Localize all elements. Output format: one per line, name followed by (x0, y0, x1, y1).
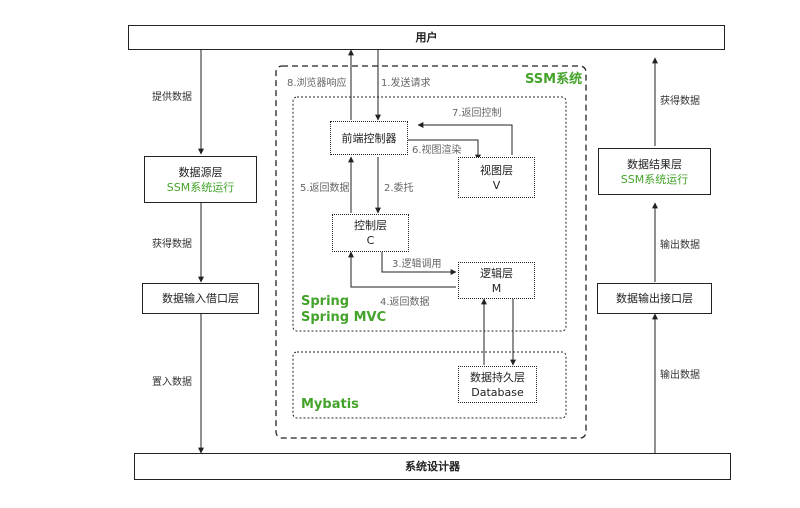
logic-layer: 逻辑层 M (458, 262, 535, 299)
data-output-title: 数据输出接口层 (616, 292, 693, 305)
label-send-request: 1.发送请求 (381, 78, 431, 89)
data-source-title: 数据源层 (178, 165, 223, 179)
logic-layer-code: M (491, 281, 502, 295)
label-delegate: 2.委托 (384, 183, 414, 194)
ssm-title: SSM系统 (525, 72, 583, 87)
front-controller: 前端控制器 (330, 121, 408, 155)
persistence-layer-code: Database (471, 385, 524, 399)
label-get-data-right: 获得数据 (660, 96, 700, 107)
user-label: 用户 (415, 31, 438, 44)
label-return-data-4: 4.返回数据 (380, 297, 430, 308)
arrow-view-render (408, 139, 481, 161)
label-view-render: 6.视图渲染 (412, 145, 462, 156)
data-source-subtitle: SSM系统运行 (166, 180, 235, 194)
spring-title: Spring (301, 294, 350, 309)
logic-layer-title: 逻辑层 (480, 266, 513, 280)
data-result-title: 数据结果层 (627, 157, 682, 171)
label-provide-data: 提供数据 (152, 92, 192, 103)
data-result-layer: 数据结果层 SSM系统运行 (598, 148, 711, 195)
label-get-data-left: 获得数据 (152, 239, 192, 250)
view-layer-code: V (492, 178, 501, 192)
label-put-data: 置入数据 (152, 377, 192, 388)
persistence-layer: 数据持久层 Database (458, 366, 537, 403)
control-layer: 控制层 C (332, 214, 409, 252)
data-input-layer: 数据输入借口层 (142, 283, 259, 314)
data-output-layer: 数据输出接口层 (597, 283, 712, 314)
data-result-subtitle: SSM系统运行 (620, 172, 689, 186)
label-return-data-5: 5.返回数据 (300, 183, 350, 194)
user-bar: 用户 (128, 25, 725, 50)
label-logic-call: 3.逻辑调用 (392, 259, 442, 270)
arrow-return-control (417, 122, 513, 155)
system-designer-label: 系统设计器 (405, 460, 460, 473)
persistence-layer-title: 数据持久层 (470, 370, 525, 384)
spring-region (292, 96, 567, 332)
label-output-data-bottom: 输出数据 (660, 370, 700, 381)
control-layer-code: C (366, 234, 375, 247)
mybatis-title: Mybatis (301, 397, 359, 412)
spring-mvc-title: Spring MVC (301, 310, 387, 325)
system-designer-bar: 系统设计器 (134, 453, 731, 480)
front-controller-label: 前端控制器 (341, 131, 397, 145)
view-layer: 视图层 V (458, 157, 535, 198)
view-layer-title: 视图层 (480, 163, 513, 177)
control-layer-title: 控制层 (354, 219, 387, 232)
data-source-layer: 数据源层 SSM系统运行 (144, 156, 257, 203)
ssm-outer-region (275, 65, 587, 439)
arrow-logic-call (381, 252, 457, 275)
data-input-title: 数据输入借口层 (162, 292, 239, 305)
label-return-control: 7.返回控制 (452, 108, 502, 119)
arrow-return-data-4 (348, 251, 456, 288)
mybatis-region (292, 351, 567, 419)
label-browser-response: 8.浏览器响应 (287, 78, 347, 89)
label-output-data-middle: 输出数据 (660, 240, 700, 251)
